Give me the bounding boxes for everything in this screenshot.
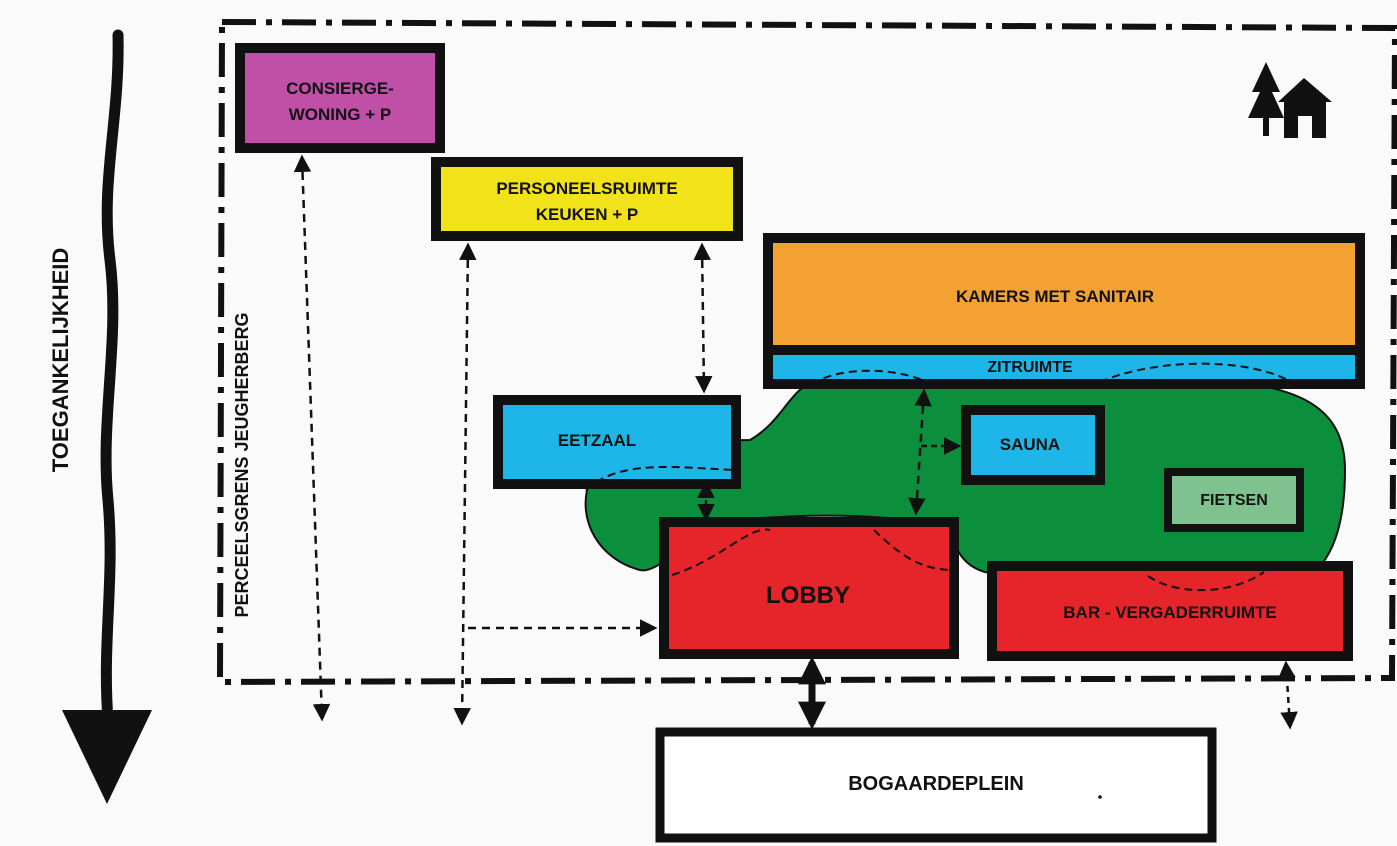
square-dot [1098,795,1102,799]
sitting-label: ZITRUIMTE [987,359,1073,376]
staff-label-line2: KEUKEN + P [536,205,639,224]
accessibility-line [100,29,124,726]
sitting-box: ZITRUIMTE [763,345,1365,389]
bikes-rect [1164,468,1304,532]
bar-rect [987,561,1353,661]
concierge-label-line1: CONSIERGE- [286,79,394,98]
bikes-box: FIETSEN [1164,468,1304,532]
rooms-label: KAMERS MET SANITAIR [956,287,1154,306]
accessibility-axis: TOEGANKELIJKHEID [48,29,152,804]
lobby-rect [659,517,959,659]
bikes-label: FIETSEN [1200,492,1268,509]
dining-box: EETZAAL [493,395,741,489]
arrow-staff-left [453,242,477,726]
arrow-bar [1278,660,1298,730]
sauna-box: SAUNA [961,405,1105,485]
property-boundary: PERCEELSGRENS JEUGHERBERG [216,18,1397,686]
lobby-label: LOBBY [766,582,850,609]
curve-sitting-right [1099,362,1289,383]
lobby-box: LOBBY [659,517,959,659]
curve-bar [1147,571,1265,592]
curve-lobby-left [671,528,771,576]
square-box: BOGAARDEPLEIN [655,727,1217,843]
down-arrow-icon [62,710,152,804]
dining-label: EETZAAL [558,431,636,450]
arrow-staff-dining [693,242,713,394]
square-label: BOGAARDEPLEIN [848,773,1024,795]
arrow-sitting-lobby [908,388,932,516]
staff-kitchen-rect [431,157,743,241]
staff-label-line1: PERSONEELSRUIMTE [496,179,677,198]
curve-dining [585,465,737,491]
sauna-label: SAUNA [1000,435,1060,454]
staff-kitchen-box: PERSONEELSRUIMTE KEUKEN + P [431,157,743,241]
rooms-box: KAMERS MET SANITAIR [763,233,1365,355]
boundary-label: PERCEELSGRENS JEUGHERBERG [232,312,252,617]
transition-curves [585,362,1289,592]
dining-rect [493,395,741,489]
connection-arrows [293,154,1298,730]
bar-label: BAR - VERGADERRUIMTE [1063,603,1276,622]
sitting-rect [763,345,1365,389]
arrow-concierge [293,154,331,722]
square-rect [655,727,1217,843]
concierge-label-line2: WONING + P [289,105,391,124]
concierge-box: CONSIERGE- WONING + P [235,43,445,153]
concierge-rect [235,43,445,153]
tree-house-icon [1248,62,1332,138]
bar-box: BAR - VERGADERRUIMTE [987,561,1353,661]
accessibility-label: TOEGANKELIJKHEID [48,248,73,473]
boundary-line [216,18,1397,686]
sauna-rect [961,405,1105,485]
curve-lobby-right [873,529,955,571]
